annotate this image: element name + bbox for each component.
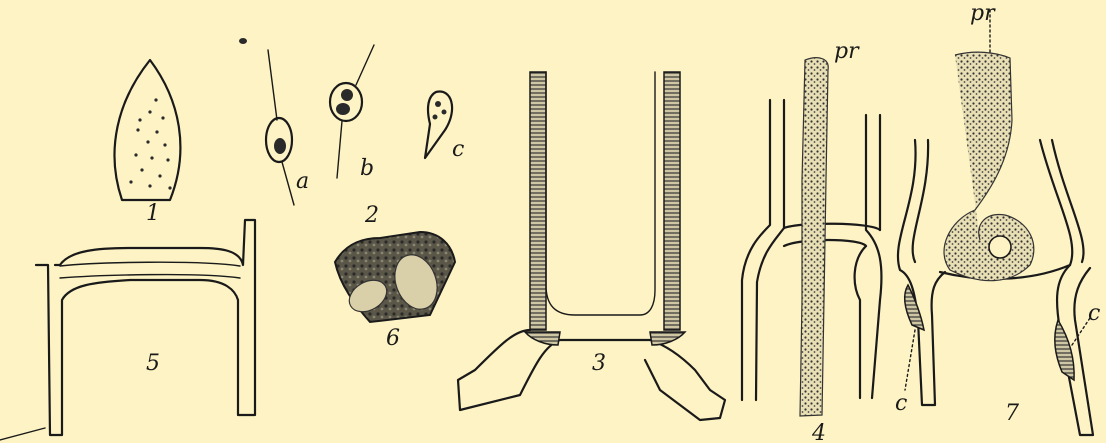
small-granule <box>239 38 247 44</box>
label-c-fig2: c <box>452 137 464 162</box>
figure-2-cells: a b c 2 <box>239 38 464 228</box>
figure-6-fragment: 6 <box>335 232 455 351</box>
figure-5-label: 5 <box>146 351 160 376</box>
right-cell-wall <box>1040 140 1093 435</box>
right-wall-hatched <box>664 72 680 330</box>
figure-4-strand: pr 4 <box>742 39 881 443</box>
figure-3-vessel: 3 <box>458 72 725 420</box>
protoplasm-strand <box>800 58 828 416</box>
cell-dots <box>129 98 171 189</box>
label-c-fig7-left: c <box>895 391 907 416</box>
cell-c: c <box>425 92 464 162</box>
figure-4-label: 4 <box>811 421 826 443</box>
figure-7-coiled-strand: pr c c 7 <box>895 1 1100 435</box>
label-c-fig7-right: c <box>1088 301 1100 326</box>
label-a: a <box>296 169 309 194</box>
h-shaped-wall <box>36 220 255 435</box>
inner-lumen <box>546 72 655 315</box>
spindle-outline <box>115 60 181 200</box>
left-wall-hatched <box>530 72 546 330</box>
cell-a: a <box>266 50 309 205</box>
label-b: b <box>360 156 374 181</box>
label-pr-fig7: pr <box>970 1 996 26</box>
cell-b: b <box>330 45 374 181</box>
figure-1-label: 1 <box>146 201 160 226</box>
label-pr-fig4: pr <box>834 39 860 64</box>
figure-3-label: 3 <box>592 351 606 376</box>
figure-6-label: 6 <box>386 326 400 351</box>
coil-center <box>989 236 1011 258</box>
figure-1-spindle-cell: 1 <box>115 60 181 226</box>
figure-5-cross-wall: 5 <box>0 220 255 440</box>
left-cell-wall <box>898 140 945 405</box>
figure-2-label: 2 <box>364 203 379 228</box>
figure-7-label: 7 <box>1005 401 1019 426</box>
crystal-right <box>1055 320 1074 380</box>
